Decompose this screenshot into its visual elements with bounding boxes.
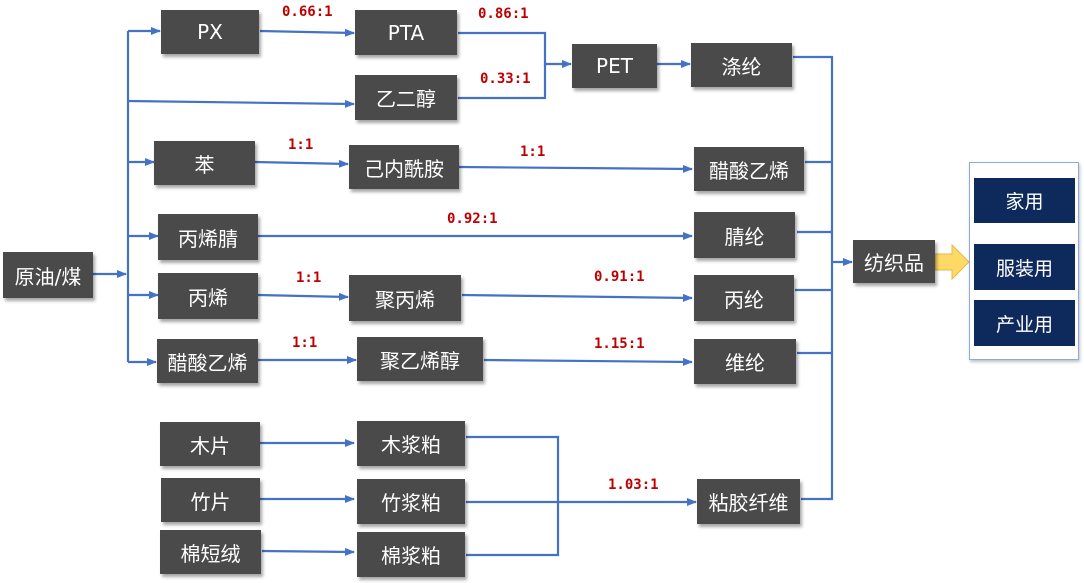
use-household: 家用 bbox=[974, 178, 1075, 223]
use-apparel: 服装用 bbox=[974, 244, 1075, 290]
connector-px-pta bbox=[259, 28, 355, 37]
ratio-va-pva: 1:1 bbox=[292, 335, 318, 351]
connector-benzene-caprolactam bbox=[254, 159, 349, 168]
node-eg: 乙二醇 bbox=[355, 75, 457, 120]
node-bamboo-chips: 竹片 bbox=[161, 478, 260, 522]
node-pta: PTA bbox=[355, 10, 457, 55]
node-pva: 聚乙烯醇 bbox=[357, 337, 483, 381]
ratio-benzene-caprolactam: 1:1 bbox=[288, 137, 314, 153]
ratio-pulp-viscose: 1.03:1 bbox=[608, 477, 659, 493]
connector-caprolactam-out bbox=[458, 164, 693, 173]
node-vinyl-acetate-out: 醋酸乙烯 bbox=[694, 147, 804, 191]
node-wood-chips: 木片 bbox=[160, 422, 260, 466]
uses-arrow bbox=[934, 243, 970, 281]
node-acrylic: 腈纶 bbox=[694, 212, 795, 258]
connector-pva-vinylon bbox=[483, 357, 693, 366]
connector-wood-pulp bbox=[466, 435, 560, 557]
ratio-acrylonitrile-acrylic: 0.92:1 bbox=[447, 211, 498, 227]
node-viscose: 粘胶纤维 bbox=[697, 479, 800, 524]
node-caprolactam: 己内酰胺 bbox=[349, 145, 459, 189]
connector-trunk-eg bbox=[127, 99, 355, 108]
node-source: 原油/煤 bbox=[3, 252, 93, 298]
node-cotton-pulp: 棉浆粕 bbox=[357, 532, 465, 577]
node-textiles: 纺织品 bbox=[853, 240, 935, 283]
connector-collector bbox=[793, 55, 834, 501]
ratio-pva-vinylon: 1.15:1 bbox=[594, 336, 645, 352]
node-bamboo-pulp: 竹浆粕 bbox=[357, 479, 465, 524]
ratio-caprolactam-out: 1:1 bbox=[520, 144, 546, 160]
connector-cotton bbox=[261, 547, 355, 556]
node-benzene: 苯 bbox=[154, 141, 255, 185]
ratio-pta-pet: 0.86:1 bbox=[478, 6, 529, 22]
use-industrial: 产业用 bbox=[974, 300, 1075, 346]
uses-panel: 家用 服装用 产业用 bbox=[969, 162, 1079, 360]
node-px: PX bbox=[161, 10, 259, 54]
node-propylene: 丙烯 bbox=[158, 273, 258, 319]
ratio-px-pta: 0.66:1 bbox=[282, 4, 333, 20]
ratio-pp-fiber: 0.91:1 bbox=[594, 269, 645, 285]
node-acrylonitrile: 丙烯腈 bbox=[158, 214, 258, 260]
node-pet: PET bbox=[572, 44, 657, 88]
connector-propylene-pp bbox=[257, 292, 349, 301]
node-wood-pulp: 木浆粕 bbox=[357, 421, 465, 466]
node-pp-fiber: 丙纶 bbox=[694, 275, 794, 321]
ratio-eg-pet: 0.33:1 bbox=[480, 71, 531, 87]
connector-pta-pet bbox=[458, 31, 572, 68]
ratio-propylene-pp: 1:1 bbox=[296, 270, 322, 286]
node-polypropylene: 聚丙烯 bbox=[349, 275, 461, 321]
node-cotton-linter: 棉短绒 bbox=[160, 530, 261, 574]
node-vinyl-acetate-in: 醋酸乙烯 bbox=[157, 339, 258, 383]
node-polyester: 涤纶 bbox=[691, 43, 792, 87]
node-vinylon: 维纶 bbox=[694, 339, 796, 384]
connector-pp-fiber bbox=[461, 293, 693, 302]
connector-eg-pet bbox=[458, 64, 547, 100]
